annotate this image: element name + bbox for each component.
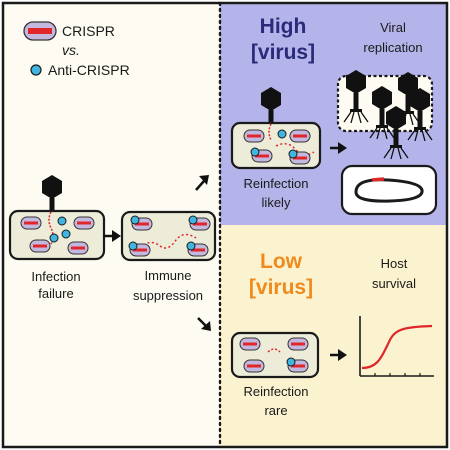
infection-failure-label-line2: failure (38, 286, 73, 301)
infection-failure-cell (8, 174, 106, 261)
immune-suppression-label-line2: suppression (133, 288, 203, 303)
reinfection-rare-label-line1: Reinfection (243, 384, 308, 399)
crispr-complex-icon (243, 359, 265, 373)
viral-dna-icon (267, 348, 281, 353)
anti-crispr-icon (277, 129, 287, 139)
anti-crispr-icon (49, 233, 59, 243)
x-axis-ticks (374, 373, 421, 376)
reinfection-likely-label-line2: likely (262, 195, 291, 210)
host-survival-label-line2: survival (372, 276, 416, 291)
anti-crispr-icon (61, 229, 71, 239)
viral-dna-icon (268, 123, 272, 141)
reinfection-likely-cell (230, 86, 322, 170)
crispr-complex-icon (243, 129, 265, 143)
reinfection-likely-label-line1: Reinfection (243, 176, 308, 191)
host-survival-label-line1: Host (381, 256, 408, 271)
immune-suppression-label-line1: Immune (145, 268, 192, 283)
survival-curve-line (361, 324, 433, 370)
anti-crispr-legend-icon (30, 64, 42, 76)
reinfection-rare-label-line2: rare (264, 403, 287, 418)
low-virus-title-line1: Low (260, 250, 303, 273)
viral-replication-label-line1: Viral (380, 20, 406, 35)
arrow-down-right-icon (197, 317, 211, 331)
viral-replication-cell (336, 69, 434, 160)
crispr-legend-icon (23, 21, 57, 41)
arrow-up-right-icon (195, 175, 209, 191)
anti-crispr-icon (57, 216, 67, 226)
reinfection-rare-cell (230, 331, 320, 379)
legend-anti-crispr-label: Anti-CRISPR (48, 62, 130, 78)
crispr-complex-icon (29, 239, 51, 253)
immune-suppression-cell (120, 210, 217, 262)
low-virus-title-line2: [virus] (249, 276, 313, 299)
legend-vs-label: vs. (62, 42, 80, 58)
cured-cell (340, 164, 438, 216)
legend-crispr-label: CRISPR (62, 23, 115, 39)
crispr-complex-icon (73, 216, 95, 230)
arrow-icon (330, 349, 347, 361)
viral-replication-label-line2: replication (363, 40, 422, 55)
infection-failure-label-line1: Infection (31, 269, 80, 284)
crispr-complex-icon (67, 241, 89, 255)
crispr-complex-icon (239, 337, 261, 351)
survival-curve-plot (359, 316, 434, 377)
arrow-icon (103, 230, 121, 242)
spacer-icon (371, 177, 385, 182)
arrow-icon (330, 142, 347, 154)
crispr-complex-icon (289, 129, 311, 143)
high-virus-title-line1: High (260, 15, 307, 38)
high-virus-title-line2: [virus] (251, 41, 315, 64)
crispr-complex-icon (287, 337, 309, 351)
crispr-complex-icon (20, 216, 42, 230)
legend: CRISPR vs. Anti-CRISPR (23, 21, 130, 78)
